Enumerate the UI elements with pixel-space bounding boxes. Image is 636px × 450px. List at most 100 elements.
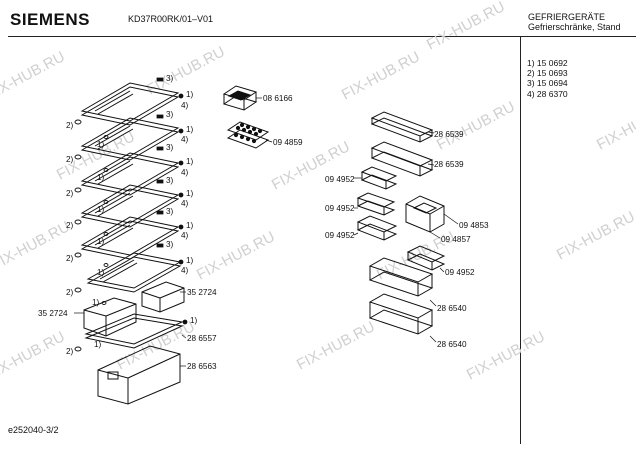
part-number-label: 09 4952 xyxy=(445,268,475,277)
clip-icon xyxy=(156,210,164,215)
watermark: FIX-HUB.RU xyxy=(464,328,548,383)
part-number-label: 09 4857 xyxy=(441,235,471,244)
legend-item-4: 4) 28 6370 xyxy=(527,88,568,99)
part-number-label: 28 6539 xyxy=(434,130,464,139)
glass-shelf xyxy=(86,252,182,293)
watermark: FIX-HUB.RU xyxy=(0,218,73,273)
leader-lines xyxy=(74,97,459,367)
callout-1: 1) xyxy=(97,237,105,246)
large-drawer xyxy=(97,345,181,405)
legend-item-1: 1) 15 0692 xyxy=(527,58,568,68)
watermark: FIX-HUB.RU xyxy=(594,98,636,153)
callout-1: 1) xyxy=(97,140,105,149)
callout-1: 1) xyxy=(97,268,105,277)
callout-1: 1) xyxy=(186,256,194,265)
part-number-label: 28 6563 xyxy=(187,362,217,371)
callout-2: 2) xyxy=(66,254,74,263)
part-number-label: 09 4859 xyxy=(273,138,303,147)
callout-1: 1) xyxy=(190,316,198,325)
small-drawer xyxy=(83,281,185,337)
callout-1: 1) xyxy=(97,173,105,182)
glass-shelf xyxy=(80,82,180,126)
egg-tray xyxy=(226,121,270,149)
watermark: FIX-HUB.RU xyxy=(434,98,518,153)
clip-icon xyxy=(156,77,164,82)
watermark: FIX-HUB.RU xyxy=(339,48,423,103)
callout-2: 2) xyxy=(66,189,74,198)
part-number-label: 09 4952 xyxy=(325,231,355,240)
pin-icon xyxy=(178,93,184,99)
brand-logo-text: SIEMENS xyxy=(10,10,91,29)
callout-1: 1) xyxy=(92,298,100,307)
part-number-label: 09 4952 xyxy=(325,175,355,184)
clip-icon xyxy=(156,179,164,184)
large-door-bin xyxy=(368,257,434,297)
clip-icon xyxy=(156,243,164,248)
legend-item-3: 3) 15 0694 xyxy=(527,78,568,89)
part-number-label: 28 6540 xyxy=(437,304,467,313)
glass-shelf xyxy=(80,184,180,228)
part-labels: 08 6166 09 4859 28 6539 28 6539 09 4952 … xyxy=(38,94,489,371)
clip-icon xyxy=(156,146,164,151)
callout-2: 2) xyxy=(66,121,74,130)
small-door-bin xyxy=(356,192,396,216)
part-number-label: 08 6166 xyxy=(263,94,293,103)
large-door-bin xyxy=(368,293,434,335)
pin-icon xyxy=(178,128,184,134)
part-number-label: 28 6539 xyxy=(434,160,464,169)
bottle-holder xyxy=(405,195,445,233)
ice-tray xyxy=(222,85,258,111)
drawing-reference: e252040-3/2 xyxy=(8,425,59,435)
pin-icon xyxy=(178,259,184,265)
callout-1: 1) xyxy=(186,221,194,230)
legend-divider xyxy=(520,36,521,444)
model-number: KD37R00RK/01–V01 xyxy=(128,14,214,24)
part-number-label: 09 4853 xyxy=(459,221,489,230)
callout-1: 1) xyxy=(186,125,194,134)
drawer-cover-shelf xyxy=(84,313,184,349)
part-number-label: 35 2724 xyxy=(38,309,68,318)
callout-1: 1) xyxy=(94,340,102,349)
pin-icon xyxy=(178,192,184,198)
watermark: FIX-HUB.RU xyxy=(424,0,508,54)
callout-markers: 3) 1) 4) 3) 1) 4) 3) 1) 4) 3) 1) 4) 3) 1… xyxy=(66,74,198,356)
part-number-label: 09 4952 xyxy=(325,204,355,213)
watermark-group: FIX-HUB.RU FIX-HUB.RU FIX-HUB.RU FIX-HUB… xyxy=(0,0,636,384)
callout-4: 4) xyxy=(181,135,189,144)
callout-3: 3) xyxy=(166,176,174,185)
header-divider xyxy=(8,36,636,37)
legend-item-2: 2) 15 0693 xyxy=(527,68,568,79)
watermark: FIX-HUB.RU xyxy=(554,208,636,263)
callout-3: 3) xyxy=(166,207,174,216)
callout-3: 3) xyxy=(166,110,174,119)
callout-4: 4) xyxy=(181,231,189,240)
part-number-label: 28 6557 xyxy=(187,334,217,343)
watermark: FIX-HUB.RU xyxy=(294,318,378,373)
callout-4: 4) xyxy=(181,266,189,275)
callout-3: 3) xyxy=(166,240,174,249)
category-subtitle: Gefrierschränke, Stand xyxy=(528,22,621,32)
small-door-bin xyxy=(406,245,446,271)
small-door-bin xyxy=(356,215,398,241)
callout-2: 2) xyxy=(66,221,74,230)
category-title: GEFRIERGERÄTE xyxy=(528,12,606,22)
callout-3: 3) xyxy=(166,74,174,83)
watermark: FIX-HUB.RU xyxy=(194,228,278,283)
pin-icon xyxy=(178,224,184,230)
watermark: FIX-HUB.RU xyxy=(0,48,68,103)
clip-parts xyxy=(156,77,188,325)
glass-shelf xyxy=(80,152,180,196)
pin-icon xyxy=(178,160,184,166)
callout-1: 1) xyxy=(186,90,194,99)
part-number-label: 35 2724 xyxy=(187,288,217,297)
callout-2: 2) xyxy=(66,155,74,164)
glass-shelf xyxy=(80,117,180,161)
watermark: FIX-HUB.RU xyxy=(0,328,68,383)
drawer-handle-icon xyxy=(107,371,119,380)
part-number-label: 28 6540 xyxy=(437,340,467,349)
callout-4: 4) xyxy=(181,101,189,110)
callout-4: 4) xyxy=(181,199,189,208)
glass-shelf-stack xyxy=(80,82,182,293)
